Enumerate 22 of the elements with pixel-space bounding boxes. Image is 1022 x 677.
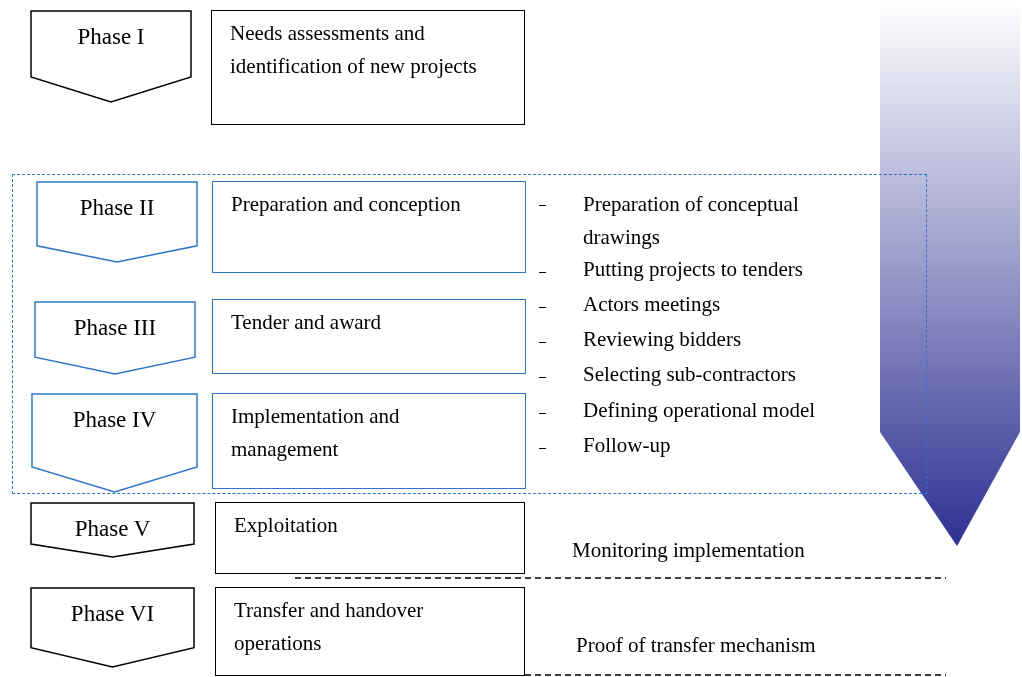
chevron-shape: Phase V (30, 502, 195, 558)
chevron-shape: Phase III (34, 301, 196, 375)
text-box: Tender and award (212, 299, 526, 374)
list-item: Follow-up (583, 433, 671, 458)
text-box: Transfer and handover operations (215, 587, 525, 676)
text-box: Implementation and management (212, 393, 526, 489)
text-box: Needs assessments and identification of new projects (211, 10, 525, 125)
list-item: Reviewing bidders (583, 327, 742, 352)
note-text: Proof of transfer mechanism (576, 633, 816, 658)
list-item: Selecting sub-contractors (583, 362, 796, 387)
list-item: Preparation of conceptual drawings (583, 191, 800, 251)
list-item: Actors meetings (583, 292, 721, 317)
list-item: Putting projects to tenders (583, 257, 803, 282)
text-box: Exploitation (215, 502, 525, 574)
text-box: Preparation and conception (212, 181, 526, 273)
chevron-shape: Phase II (36, 181, 198, 263)
list-item: Defining operational model (583, 398, 816, 423)
chevron-shape: Phase IV (31, 393, 198, 493)
chevron-shape: Phase VI (30, 587, 195, 668)
dashed-group-frame (12, 174, 927, 494)
chevron-shape: Phase I (30, 10, 192, 103)
note-text: Monitoring implementation (572, 538, 805, 563)
